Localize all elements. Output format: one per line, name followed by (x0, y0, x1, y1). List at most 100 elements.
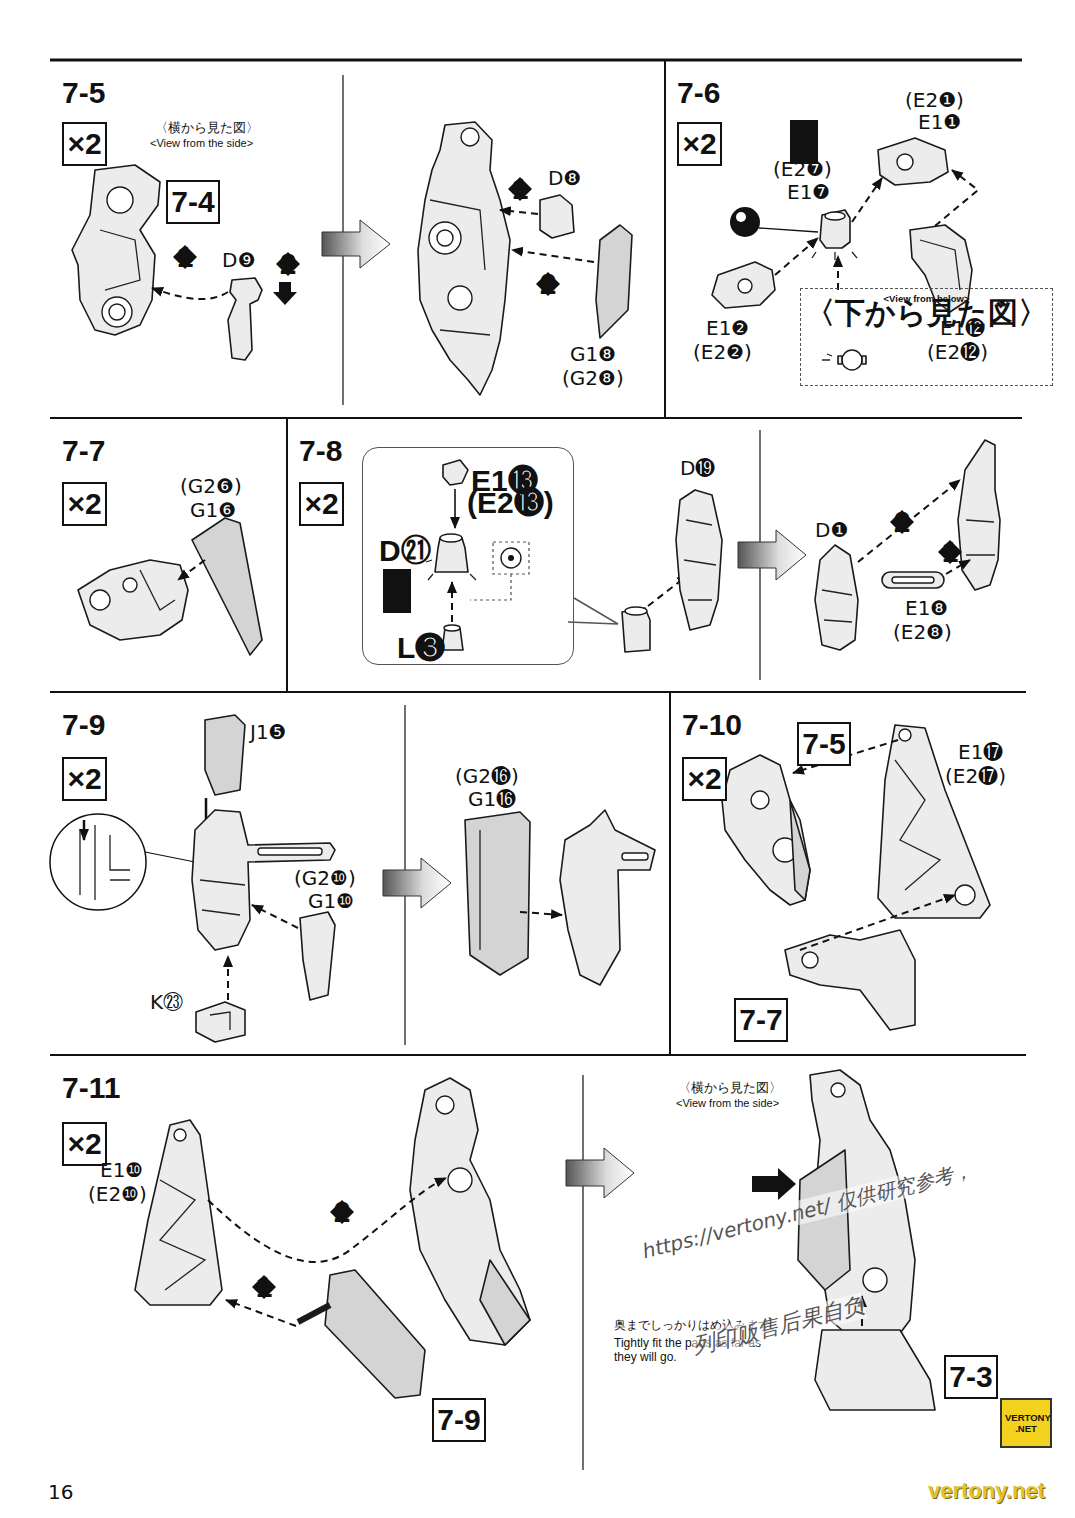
step-7-8-art (470, 574, 511, 600)
step-7-6-art (935, 170, 978, 226)
step-7-8-art (440, 534, 462, 542)
part-label: E1⓱ (958, 740, 1003, 764)
view-from-below-box: 〈下から見た図〉<View from below> (800, 288, 1053, 386)
step-7-7-art (90, 590, 110, 610)
step-7-6-art (842, 350, 862, 370)
part-label: (G2❽) (562, 366, 624, 390)
step-7-11-art (752, 1168, 796, 1200)
step-7-7-art (178, 560, 205, 580)
quantity-text: ×2 (67, 487, 101, 521)
order-number: 2 (334, 1195, 351, 1229)
step-7-5-art (512, 250, 594, 262)
step-7-8-art (822, 590, 852, 622)
step-7-8-art (501, 548, 521, 568)
view-note: <View from the side> (150, 137, 253, 150)
step-7-5-art (448, 286, 472, 310)
watermark: vertony.net (928, 1478, 1045, 1504)
step-7-11-art (480, 1260, 530, 1345)
step-number: 7-5 (62, 76, 105, 110)
step-7-6-art (837, 256, 839, 290)
part-label: J1❺ (250, 720, 287, 744)
step-7-8-art (738, 530, 806, 580)
step-7-8-art (426, 560, 476, 580)
part-label: G1❿ (308, 889, 354, 913)
step-number: 7-6 (677, 76, 720, 110)
part-label: (E2❼) (773, 157, 832, 181)
part-label: (E2⓬) (927, 340, 988, 364)
step-7-6-art (920, 240, 960, 290)
step-7-10-art (722, 755, 810, 905)
part-label: D❶ (815, 518, 848, 542)
step-7-9-art (465, 812, 530, 975)
detail-callout: E1⓭(E2⓭)D㉑L❸! (362, 447, 574, 665)
part-label: (E2⓭) (467, 486, 554, 520)
order-number: 2 (894, 505, 911, 539)
view-note: <View from the side> (676, 1097, 779, 1110)
step-7-6-art (712, 138, 978, 370)
part-label: G1❻ (190, 498, 236, 522)
step-7-11-art (174, 1129, 186, 1141)
step-7-9-art (210, 1012, 230, 1030)
step-7-10-art (802, 952, 818, 968)
part-label: G1❽ (570, 342, 616, 366)
quantity-text: ×2 (304, 487, 338, 521)
step-7-6-art (738, 279, 752, 293)
step-7-5-art (322, 220, 390, 268)
quantity-box: ×2 (62, 482, 107, 526)
step-7-11-art (410, 1078, 530, 1345)
part-label: (E2❶) (905, 88, 964, 112)
order-diamond: 2 (330, 1200, 354, 1224)
step-7-9-art (50, 715, 655, 1042)
step-7-5-art (109, 304, 125, 320)
step-number: 7-7 (62, 434, 105, 468)
part-label: D❾ (222, 248, 255, 272)
step-7-8-art (454, 489, 456, 528)
step-7-7-art (140, 570, 175, 610)
quantity-box: ×2 (682, 757, 727, 801)
part-label: D㉑ (379, 534, 431, 568)
step-7-5-art (72, 122, 632, 395)
step-7-8-art (435, 538, 468, 572)
order-diamond: 1 (252, 1275, 276, 1299)
step-7-5-art (100, 230, 140, 290)
quantity-box: ×2 (62, 122, 107, 166)
view-note: 〈横から見た図〉 (155, 120, 259, 136)
step-7-9-art (227, 956, 229, 1000)
step-7-6-art (812, 252, 857, 260)
step-7-8-art (958, 440, 1000, 590)
quantity-text: ×2 (67, 127, 101, 161)
panel-rule (50, 60, 1026, 1470)
step-7-9-art (80, 825, 130, 900)
order-number: 1 (177, 240, 194, 274)
step-7-8-art (966, 520, 995, 555)
step-7-9-art (300, 912, 335, 1000)
step-panel: 7-6×2!〈下から見た図〉<View from below> (665, 60, 1022, 418)
step-7-9-art (200, 880, 245, 915)
step-7-11-art (226, 1300, 296, 1326)
step-7-8-art (892, 577, 934, 583)
step-7-8-art (451, 582, 453, 622)
step-7-11-art (135, 1120, 222, 1305)
order-number: 1 (256, 1270, 273, 1304)
step-panel: 7-7 ×2 (50, 418, 287, 692)
step-7-6-art (822, 354, 832, 360)
part-label: E1❼ (787, 180, 830, 204)
step-reference: 7-5 (802, 727, 845, 761)
step-reference-box: 7-5 (797, 722, 851, 766)
step-7-8-art (426, 440, 1000, 652)
part-label: G1⓰ (468, 787, 516, 811)
caution-mark: ! (799, 125, 809, 159)
step-7-5-art (437, 230, 453, 246)
step-7-5-art (152, 288, 228, 299)
order-number: 2 (280, 247, 297, 281)
step-7-9-art (520, 912, 562, 915)
step-7-11-art (448, 1168, 472, 1192)
step-7-5-art (596, 225, 632, 338)
step-reference: 7-7 (739, 1003, 782, 1037)
step-7-6-art (712, 262, 775, 308)
step-7-5-art (500, 210, 538, 214)
view-note: 〈横から見た図〉 (678, 1080, 782, 1096)
step-7-5-art (418, 122, 510, 395)
panel-rule (50, 1054, 1026, 1056)
